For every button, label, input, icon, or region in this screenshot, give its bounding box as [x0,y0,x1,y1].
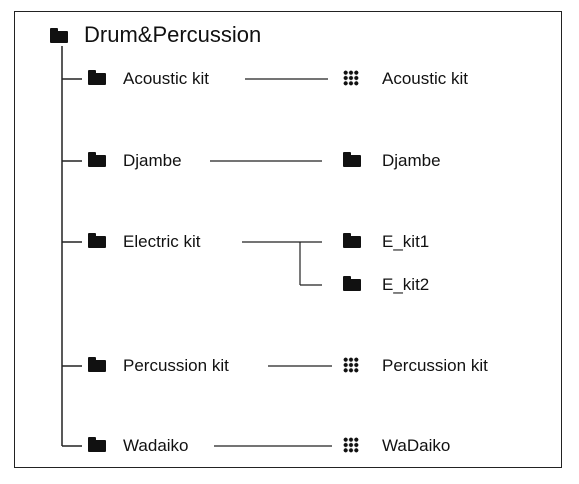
kit-label-djambe: Djambe [382,151,441,170]
kit-label-ekit2: E_kit2 [382,275,430,294]
category-label-percussion: Percussion kit [123,356,229,375]
category-label-djambe: Djambe [123,151,182,170]
folder-icon [343,152,361,167]
category-label-wadaiko: Wadaiko [123,436,189,455]
folder-icon [343,233,361,248]
kit-label-ekit1: E_kit1 [382,232,430,251]
kit-label-acoustic: Acoustic kit [382,69,468,88]
root-label: Drum&Percussion [84,22,262,47]
folder-icon [343,276,361,291]
root-folder-icon [50,28,68,43]
kit-grid-icon [343,70,359,86]
kit-label-wadaiko: WaDaiko [382,436,451,455]
folder-icon [88,437,106,452]
kit-grid-icon [343,357,359,373]
kit-grid-icon [343,437,359,453]
folder-icon [88,70,106,85]
folder-icon [88,152,106,167]
folder-icon [88,233,106,248]
folder-icon [88,357,106,372]
kit-label-percussion: Percussion kit [382,356,488,375]
category-label-electric: Electric kit [123,232,201,251]
category-label-acoustic: Acoustic kit [123,69,209,88]
